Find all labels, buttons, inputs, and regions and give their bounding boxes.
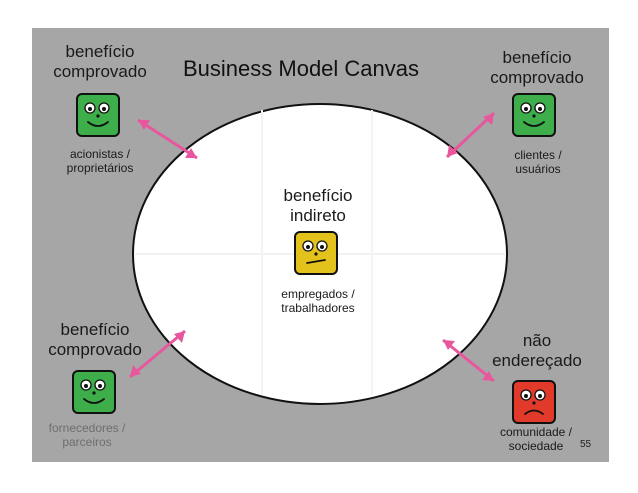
page-title: Business Model Canvas (183, 56, 420, 81)
status-label-top-right: benefício comprovado (490, 48, 584, 88)
status-label-bottom-right: não endereçado (492, 331, 582, 371)
arrow-top-right (445, 111, 496, 159)
happy-face-icon (76, 93, 120, 137)
group-label-bottom-left: fornecedores / parceiros (48, 421, 126, 450)
neutral-face-icon (294, 231, 338, 275)
arrow-top-left (137, 118, 198, 160)
arrow-bottom-right (442, 338, 495, 383)
status-label-top-left: benefício comprovado (53, 42, 147, 82)
happy-face-icon (512, 93, 556, 137)
group-label-top-left: acionistas / proprietários (66, 147, 134, 176)
happy-face-icon (72, 370, 116, 414)
group-label-center: empregados / trabalhadores (281, 287, 355, 316)
status-label-bottom-left: benefício comprovado (48, 320, 142, 360)
slide-number: 55 (580, 439, 592, 450)
arrow-bottom-left (129, 329, 186, 379)
group-label-bottom-right: comunidade / sociedade (499, 425, 573, 454)
group-label-top-right: clientes / usuários (514, 148, 562, 177)
status-label-center: benefício indireto (283, 186, 353, 226)
sad-face-icon (512, 380, 556, 424)
